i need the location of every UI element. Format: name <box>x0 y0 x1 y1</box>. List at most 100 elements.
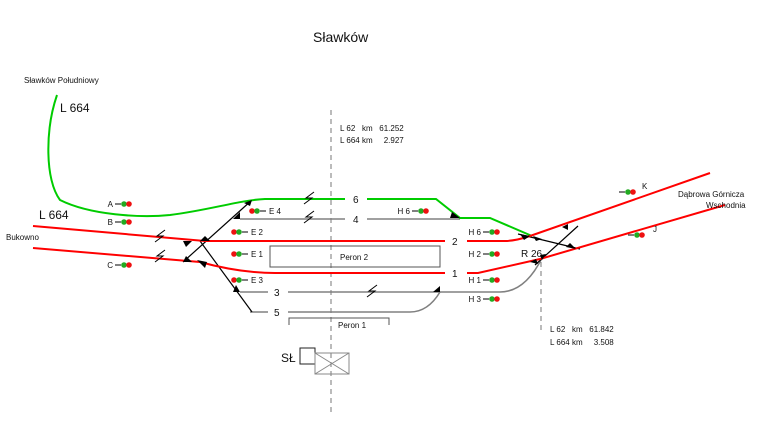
label-dabrowa-1: Dąbrowa Górnicza <box>678 190 745 199</box>
switch-marker <box>520 234 530 240</box>
signal-lamp-icon <box>639 232 645 238</box>
signal-e4: E 4 <box>249 207 282 216</box>
switch-marker <box>183 241 192 247</box>
platform-peron-1 <box>288 317 390 325</box>
signal-lamp-icon <box>121 201 127 207</box>
signal-lamp-icon <box>126 262 132 268</box>
signal-c: C <box>107 261 132 270</box>
signal-lamp-icon <box>231 277 237 283</box>
signal-label: K <box>642 182 648 191</box>
signal-lamp-icon <box>494 251 500 257</box>
crossover-left-a <box>182 199 253 263</box>
switch-marker <box>197 260 207 268</box>
switch-marker <box>566 243 576 249</box>
km-bottom-line2: L 664 km 3.508 <box>550 338 614 347</box>
signal-lamp-icon <box>236 277 242 283</box>
signal-lamp-icon <box>126 219 132 225</box>
signal-label: A <box>108 200 114 209</box>
platform-peron-1-label: Peron 1 <box>338 321 367 330</box>
switch-marker <box>562 224 568 230</box>
label-dabrowa-2: Wschodnia <box>706 201 746 210</box>
platform-peron-2-label: Peron 2 <box>340 253 369 262</box>
catenary-break-icon <box>154 249 166 263</box>
switch-marker <box>540 254 546 260</box>
branch-l664-north <box>47 94 533 237</box>
signal-label: H 6 <box>398 207 411 216</box>
signal-h2: H 2 <box>469 250 500 259</box>
signal-e2: E 2 <box>231 228 264 237</box>
signal-lamp-icon <box>494 229 500 235</box>
signal-lamp-icon <box>625 189 631 195</box>
signal-lamp-icon <box>231 251 237 257</box>
km-top-line1: L 62 km 61.252 <box>340 124 404 133</box>
track-3-label: 3 <box>274 288 280 299</box>
signal-lamp-icon <box>634 232 640 238</box>
building-label: SŁ <box>281 351 296 365</box>
signal-label: H 6 <box>469 228 482 237</box>
signal-lamp-icon <box>231 229 237 235</box>
main-track-2 <box>32 172 711 242</box>
signal-h1: H 1 <box>469 276 500 285</box>
signal-lamp-icon <box>126 201 132 207</box>
signal-a: A <box>108 200 132 209</box>
signal-j: J <box>628 225 657 238</box>
signal-label: J <box>653 225 657 234</box>
signal-h3: H 3 <box>469 295 500 304</box>
signal-lamp-icon <box>489 277 495 283</box>
signal-label: E 3 <box>251 276 264 285</box>
catenary-break-icon <box>303 210 315 224</box>
signal-label: E 4 <box>269 207 282 216</box>
switch-marker <box>450 212 460 218</box>
switch-marker <box>533 236 542 241</box>
signal-lamp-icon <box>494 296 500 302</box>
signal-h6b: H 6 <box>469 228 500 237</box>
label-slawkow-poludniowy: Sławków Południowy <box>24 76 99 85</box>
catenary-break-icon <box>366 284 378 298</box>
catenary-break-icon <box>303 191 315 205</box>
signal-e3: E 3 <box>231 276 264 285</box>
signal-label: C <box>107 261 113 270</box>
track-5-label: 5 <box>274 308 280 319</box>
km-top-line2: L 664 km 2.927 <box>340 136 404 145</box>
track-2-label: 2 <box>452 237 458 248</box>
switch-markers <box>183 200 576 292</box>
signal-label: E 2 <box>251 228 264 237</box>
switch-r26-label: R 26 <box>521 249 543 260</box>
signal-box-icon <box>299 347 316 365</box>
switch-marker <box>183 256 192 262</box>
switch-marker <box>530 259 538 264</box>
platform-peron-2 <box>269 245 441 268</box>
signal-label: H 2 <box>469 250 482 259</box>
switch-marker <box>244 200 252 206</box>
signal-lamp-icon <box>494 277 500 283</box>
label-l664-north: L 664 <box>60 101 90 115</box>
label-bukowno: Bukowno <box>6 233 39 242</box>
track-1-label: 1 <box>452 269 458 280</box>
signal-label: H 3 <box>469 295 482 304</box>
crossover-left-b <box>199 240 253 313</box>
signal-k: K <box>619 182 648 195</box>
station-title: Sławków <box>313 29 369 45</box>
signal-lamp-icon <box>489 229 495 235</box>
track-6-label: 6 <box>353 195 359 206</box>
track-4-label: 4 <box>353 215 359 226</box>
signal-lamp-icon <box>489 251 495 257</box>
signal-lamp-icon <box>249 208 255 214</box>
signal-lamp-icon <box>121 262 127 268</box>
station-building-icon <box>314 352 350 375</box>
label-l664-west: L 664 <box>39 208 69 222</box>
km-bottom-line1: L 62 km 61.842 <box>550 325 614 334</box>
signal-h6a: H 6 <box>398 207 429 216</box>
signal-lamp-icon <box>236 229 242 235</box>
signal-label: E 1 <box>251 250 264 259</box>
signal-lamp-icon <box>630 189 636 195</box>
track-3 <box>240 257 543 293</box>
signal-lamp-icon <box>236 251 242 257</box>
switch-marker <box>233 212 240 219</box>
signal-lamp-icon <box>423 208 429 214</box>
signal-label: H 1 <box>469 276 482 285</box>
signal-label: B <box>108 218 113 227</box>
switch-marker <box>233 285 240 292</box>
